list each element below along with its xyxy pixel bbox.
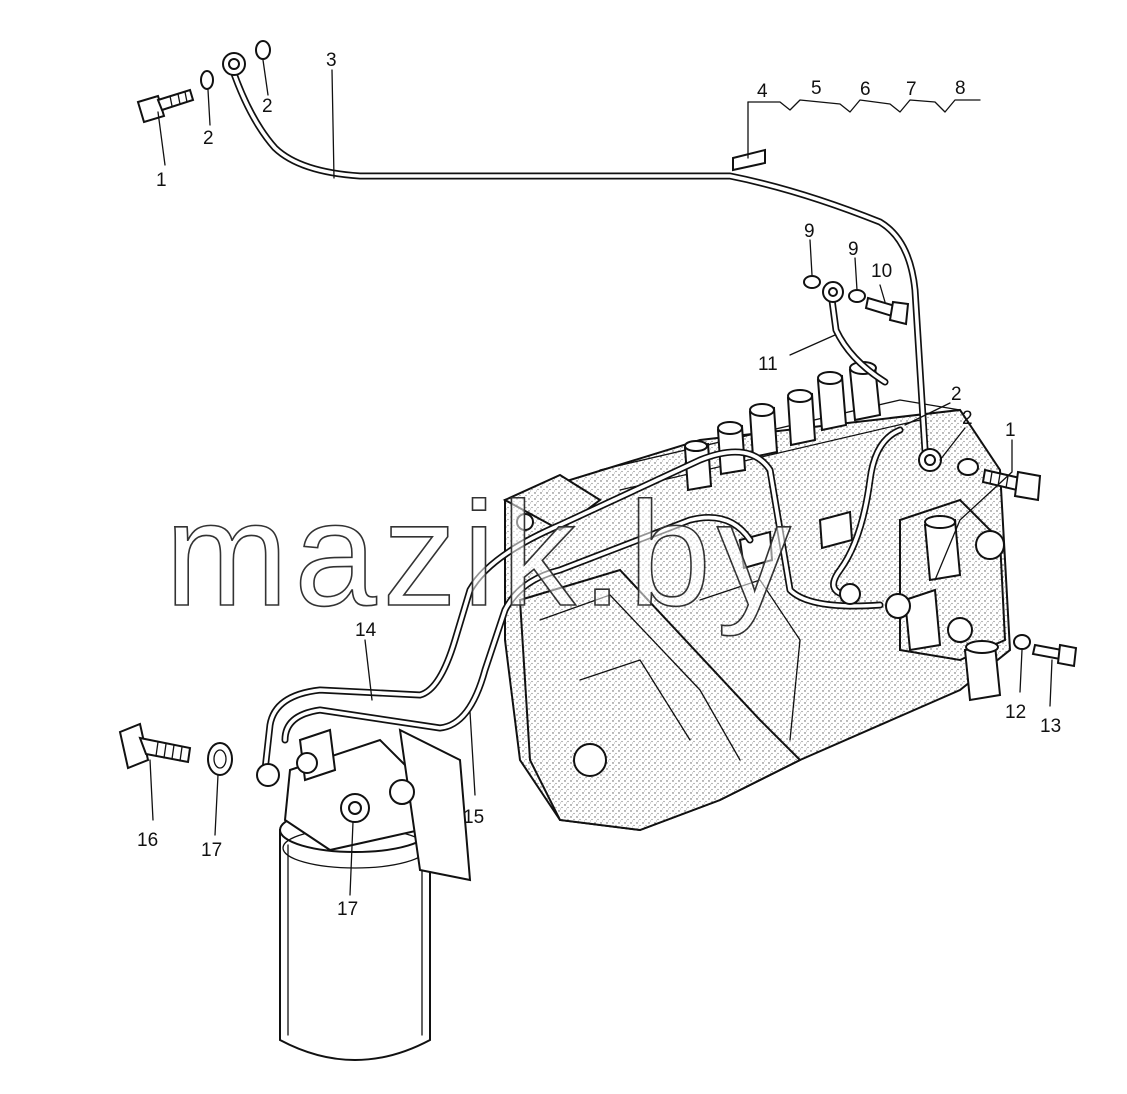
callout-2: 2 [962,408,973,429]
callout-15: 15 [463,807,484,828]
callout-2: 2 [262,96,273,117]
fuel-filter [279,728,472,1061]
callout-3: 3 [326,50,337,71]
banjo-bolt-16 [118,722,192,770]
callout-17: 17 [337,899,358,920]
callout-5: 5 [811,78,822,99]
callout-10: 10 [871,261,892,282]
callout-2: 2 [951,384,962,405]
callout-7: 7 [906,79,917,100]
banjo-bolt-1-top [136,88,195,124]
washer-2a [200,70,214,90]
callout-11: 11 [758,354,778,375]
callout-13: 13 [1040,716,1061,737]
leader-lines [149,59,1053,896]
callout-9: 9 [804,221,815,242]
banjo-bolt-10 [864,296,910,326]
washer-9a [803,275,821,289]
pipe-clamp [732,148,766,172]
watermark: mazik.by [165,472,797,637]
callout-14: 14 [355,620,377,641]
washer-2b [255,40,271,60]
callout-1: 1 [156,170,167,191]
washer-17 [207,742,233,776]
fuel-pipes [222,52,942,787]
washer-9b [848,289,866,303]
callout-8: 8 [955,78,966,99]
injection-pump [502,361,1012,832]
callout-17: 17 [201,840,222,861]
callout-4: 4 [757,81,768,102]
bolt-13 [1031,643,1078,668]
callout-1: 1 [1005,420,1016,441]
callout-9: 9 [848,239,859,260]
callout-labels: 1 2 2 3 4 5 6 7 8 9 9 10 11 2 2 1 14 15 … [137,50,1061,920]
callout-12: 12 [1005,702,1026,723]
washer-12 [1013,634,1031,650]
callout-2: 2 [203,128,214,149]
loose-parts [118,40,1078,776]
callout-16: 16 [137,830,158,851]
callout-6: 6 [860,79,871,100]
washer-2d [957,458,979,476]
